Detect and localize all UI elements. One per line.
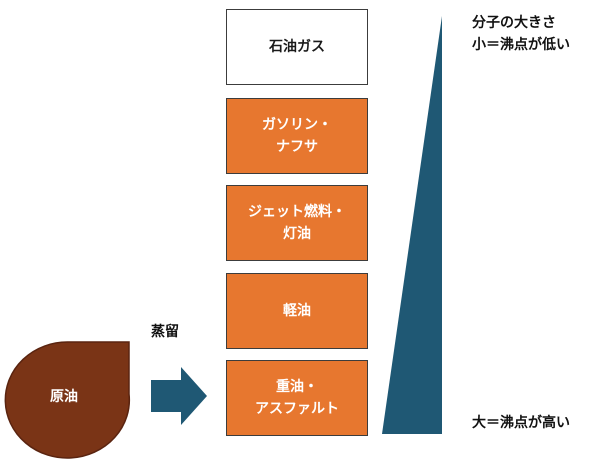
distillation-label: 蒸留 <box>151 324 179 340</box>
product-box-gasoline-naphtha: ガソリン・ ナフサ <box>226 98 368 174</box>
molecule-size-wedge <box>382 16 442 434</box>
crude-oil-drop <box>4 341 131 459</box>
product-box-jet-fuel-kerosene: ジェット燃料・ 灯油 <box>226 185 368 261</box>
crude-oil-label: 原油 <box>50 389 78 405</box>
distillation-arrow <box>151 367 207 425</box>
scale-top-label-line1: 分子の大きさ <box>472 15 556 31</box>
product-box-diesel: 軽油 <box>226 273 368 349</box>
scale-bottom-label: 大＝沸点が高い <box>472 415 570 431</box>
product-box-heavy-oil-asphalt: 重油・ アスファルト <box>226 360 368 436</box>
scale-top-label-line2: 小＝沸点が低い <box>472 37 570 53</box>
product-box-petroleum-gas: 石油ガス <box>226 9 368 85</box>
